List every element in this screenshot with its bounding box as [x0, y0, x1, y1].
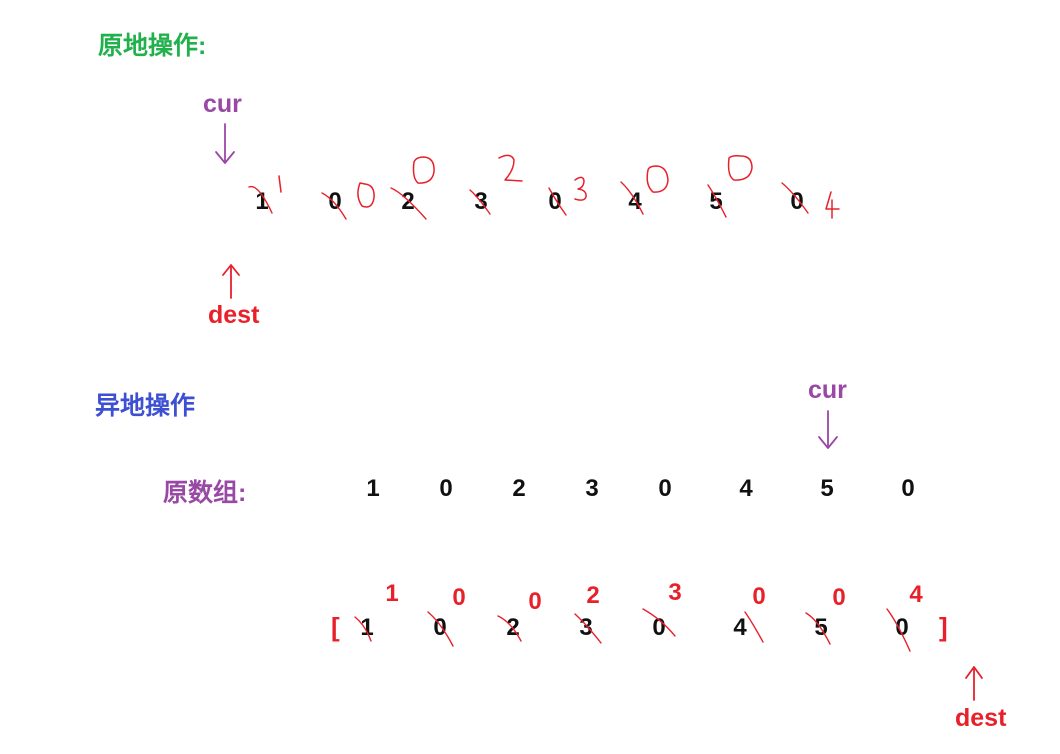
inplace-dest-label: dest — [208, 301, 260, 329]
inplace-array-item: 0 — [328, 188, 342, 215]
orig-array-item: 0 — [658, 475, 672, 502]
inplace-array-item: 4 — [628, 188, 642, 215]
new-array-item: 2 — [506, 614, 520, 641]
new-array-item: 0 — [433, 614, 447, 641]
new-value: 3 — [668, 579, 682, 606]
new-array-item: 0 — [652, 614, 666, 641]
new-value: 0 — [528, 588, 542, 615]
new-value: 0 — [452, 584, 466, 611]
new-array-item: 0 — [895, 614, 909, 641]
inplace-array-item: 2 — [401, 188, 415, 215]
inplace-title: 原地操作: — [98, 32, 207, 60]
outplace-dest-arrow — [965, 666, 983, 701]
new-array-item: 3 — [579, 614, 593, 641]
outplace-title: 异地操作 — [95, 392, 196, 420]
new-value: 2 — [586, 582, 600, 609]
outplace-dest-label: dest — [955, 704, 1007, 732]
outplace-cur-label: cur — [808, 376, 847, 404]
inplace-array-item: 0 — [790, 188, 804, 215]
inplace-array-item: 3 — [474, 188, 488, 215]
orig-array-item: 4 — [739, 475, 753, 502]
inplace-dest-arrow — [222, 264, 240, 299]
new-value: 0 — [832, 584, 846, 611]
orig-array-item: 1 — [366, 475, 380, 502]
inplace-array-item: 1 — [255, 188, 269, 215]
orig-array-item: 5 — [820, 475, 834, 502]
new-array-item: 1 — [360, 614, 374, 641]
new-array-item: 4 — [733, 614, 747, 641]
orig-array-item: 3 — [585, 475, 599, 502]
inplace-cur-label: cur — [203, 90, 242, 118]
outplace-cur-arrow — [818, 410, 838, 449]
new-value: 4 — [909, 581, 923, 608]
inplace-array-item: 5 — [709, 188, 723, 215]
new-array-bracket-close: ] — [939, 612, 948, 642]
outplace-orig-label: 原数组: — [163, 479, 247, 507]
orig-array-item: 0 — [439, 475, 453, 502]
orig-array-item: 2 — [512, 475, 526, 502]
inplace-cur-arrow — [215, 123, 235, 164]
inplace-array-item: 0 — [548, 188, 562, 215]
new-value: 1 — [385, 580, 399, 607]
new-value: 0 — [752, 583, 766, 610]
new-array-item: 5 — [814, 614, 828, 641]
new-array-bracket-open: [ — [331, 612, 340, 642]
orig-array-item: 0 — [901, 475, 915, 502]
